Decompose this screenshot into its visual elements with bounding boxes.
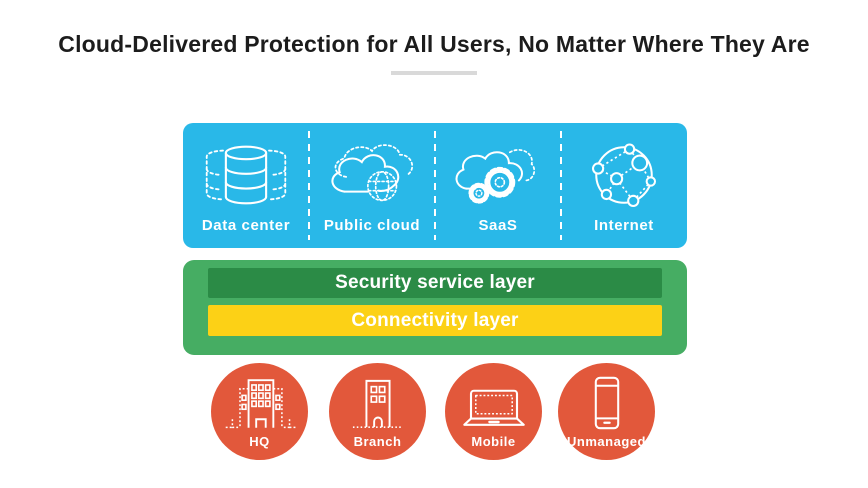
security-service-layer-label: Security service layer <box>335 272 535 293</box>
service-label: Data center <box>201 217 291 234</box>
endpoint-circle-mobile: Mobile <box>445 363 542 460</box>
service-label: Internet <box>594 217 654 234</box>
endpoint-label: Branch <box>353 434 402 449</box>
service-column-internet: Internet <box>561 123 687 248</box>
service-column-data-center: Data center <box>183 123 309 248</box>
saas-icon <box>448 135 548 215</box>
endpoint-circle-branch: Branch <box>329 363 426 460</box>
endpoint-circle-unmanaged: Unmanaged <box>558 363 655 460</box>
cloud-services-panel: Data center Public <box>183 123 687 248</box>
data-center-icon <box>200 135 292 215</box>
connectivity-layer-bar: Connectivity layer <box>208 305 662 336</box>
service-column-saas: SaaS <box>435 123 561 248</box>
endpoint-label: Mobile <box>471 434 516 449</box>
column-separator <box>560 131 562 240</box>
smartphone-icon <box>588 374 626 431</box>
endpoint-label: HQ <box>249 434 270 449</box>
column-separator <box>308 131 310 240</box>
title-divider <box>391 71 477 75</box>
security-service-layer-bar: Security service layer <box>208 268 662 298</box>
service-column-public-cloud: Public cloud <box>309 123 435 248</box>
hq-building-icon <box>220 374 300 431</box>
connectivity-layer-label: Connectivity layer <box>351 309 519 331</box>
page-title: Cloud-Delivered Protection for All Users… <box>58 31 810 57</box>
endpoint-label: Unmanaged <box>567 434 646 449</box>
endpoint-circle-hq: HQ <box>211 363 308 460</box>
layers-panel: Security service layer Connectivity laye… <box>183 260 687 355</box>
laptop-icon <box>459 374 529 431</box>
column-separator <box>434 131 436 240</box>
public-cloud-icon <box>321 135 423 215</box>
branch-building-icon <box>347 374 409 431</box>
service-label: SaaS <box>478 217 518 234</box>
internet-icon <box>585 135 663 215</box>
service-label: Public cloud <box>323 217 421 234</box>
